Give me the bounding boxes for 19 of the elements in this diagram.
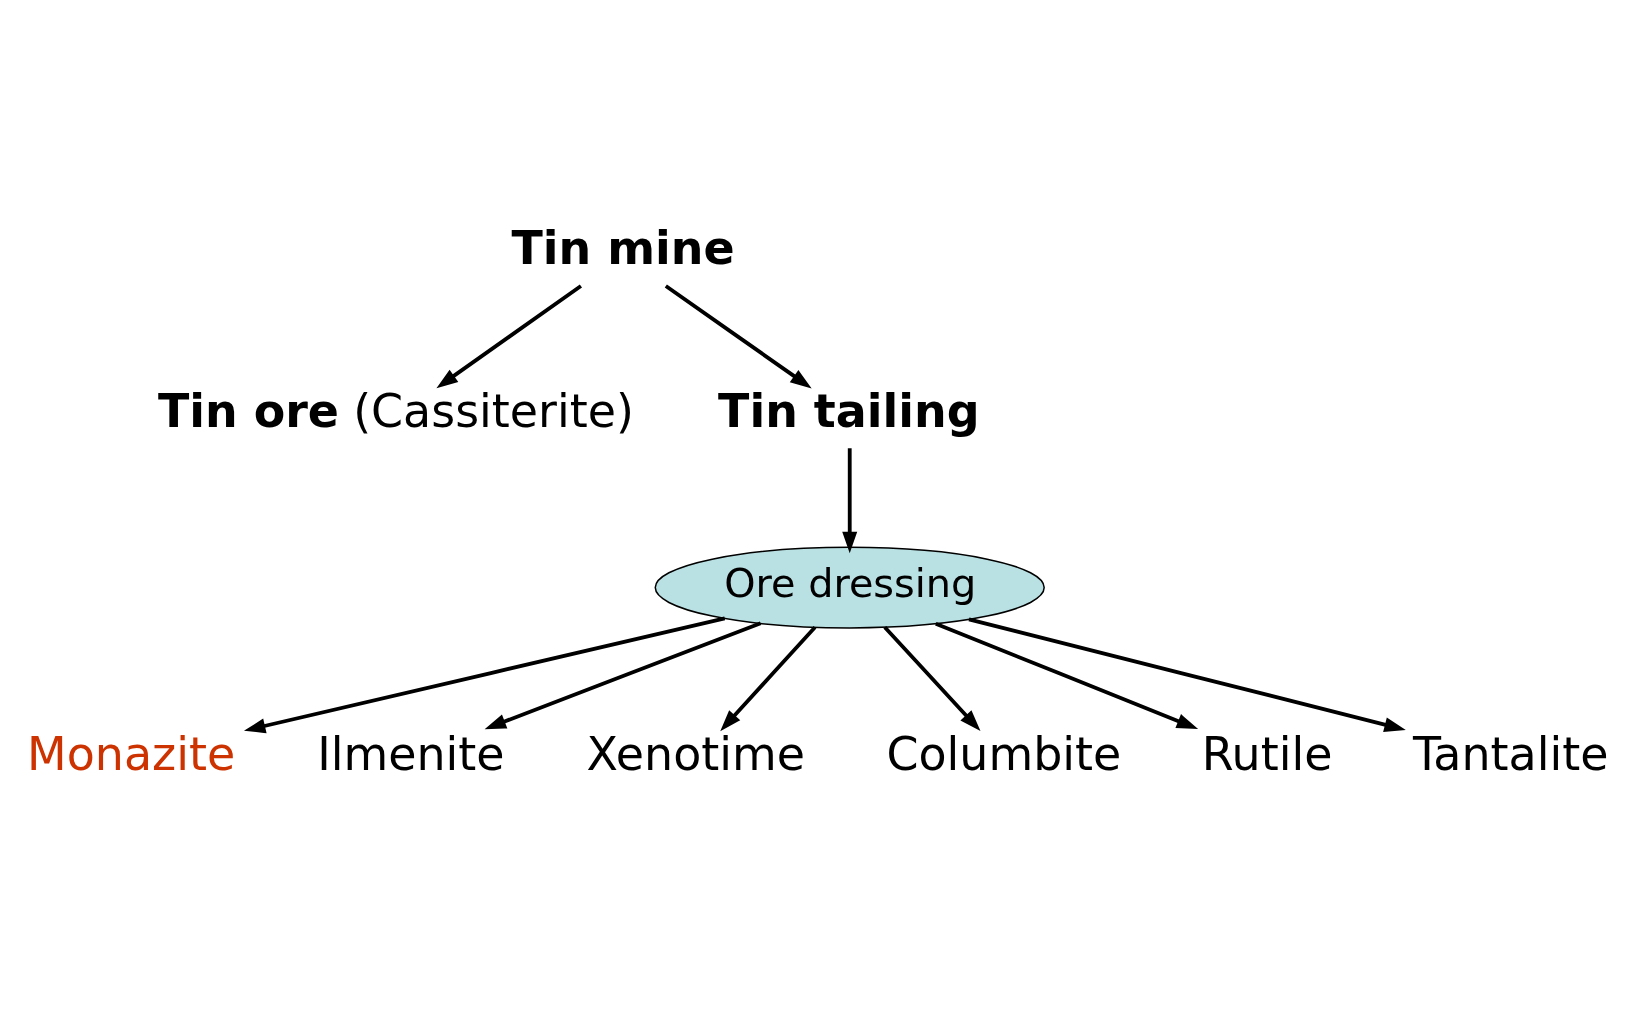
arrow	[436, 283, 582, 388]
node-text: Ilmenite	[317, 726, 505, 781]
node-text: Tin mine	[511, 220, 735, 275]
arrow	[883, 625, 981, 731]
arrow	[484, 621, 762, 729]
arrow	[243, 616, 726, 733]
arrow	[664, 283, 812, 388]
arrow	[935, 621, 1199, 729]
arrow	[968, 617, 1406, 732]
node-text: Columbite	[886, 726, 1122, 781]
node-text: Tin tailing	[718, 383, 980, 438]
node-ellipse: Ore dressing	[654, 546, 1045, 629]
arrow	[842, 447, 858, 553]
node-text: Rutile	[1201, 726, 1333, 781]
node-text: Monazite	[27, 726, 236, 781]
node-text: Tin ore (Cassiterite)	[157, 383, 634, 438]
node-text: Xenotime	[586, 726, 806, 781]
node-text: Tantalite	[1412, 726, 1609, 781]
arrow	[720, 625, 817, 731]
